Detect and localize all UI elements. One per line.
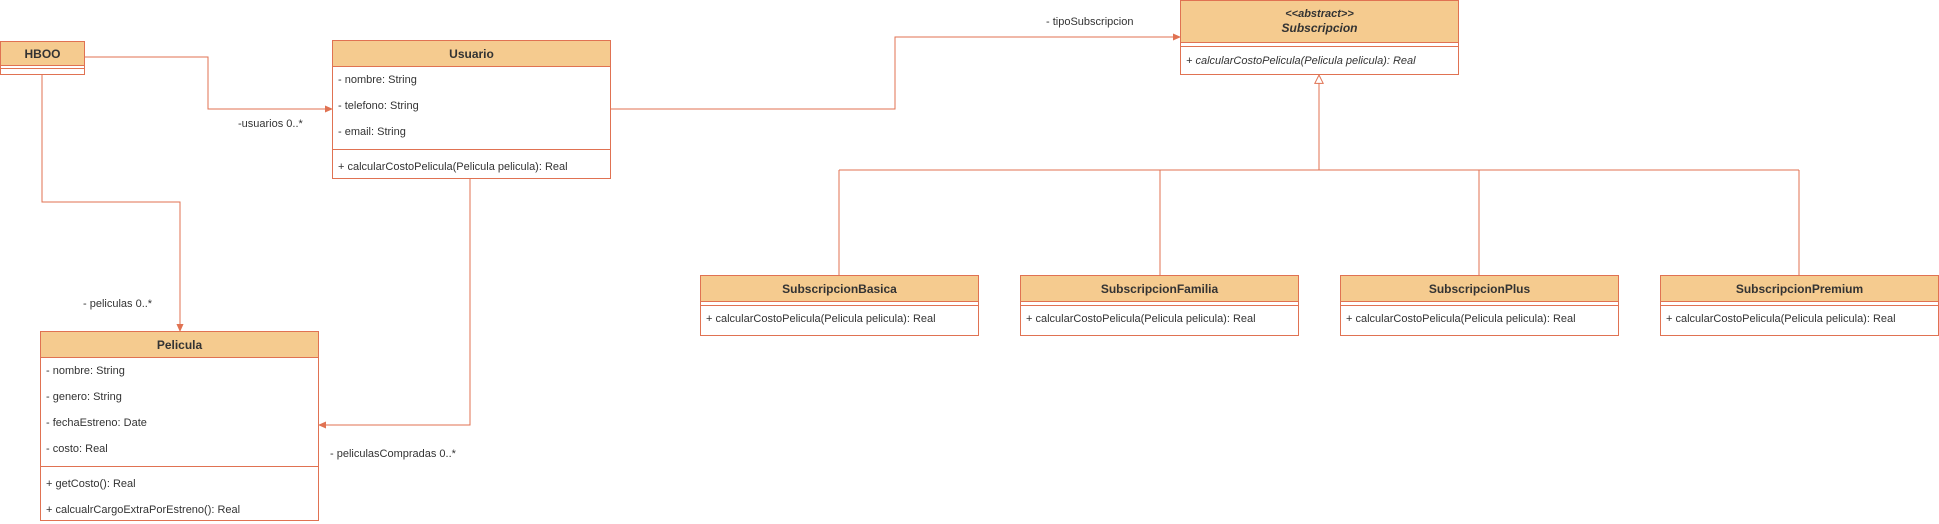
class-usuario[interactable]: Usuario - nombre: String - telefono: Str… <box>332 40 611 179</box>
method-premium-calcular: + calcularCostoPelicula(Pelicula pelicul… <box>1666 313 1896 325</box>
label-peliculas-multiplicity: - peliculas 0..* <box>83 298 153 310</box>
class-subscripcion-basica[interactable]: SubscripcionBasica + calcularCostoPelicu… <box>700 275 979 336</box>
class-subscripcion[interactable]: <<abstract>> Subscripcion + calcularCost… <box>1180 0 1459 75</box>
assoc-usuario-subscripcion <box>610 37 1180 110</box>
class-subscripcion-header: <<abstract>> Subscripcion <box>1181 1 1458 43</box>
class-plus-name: SubscripcionPlus <box>1341 276 1618 302</box>
class-plus-divider <box>1341 305 1618 306</box>
class-usuario-name: Usuario <box>333 41 610 67</box>
method-usuario-calcular: + calcularCostoPelicula(Pelicula pelicul… <box>338 161 568 173</box>
attr-usuario-nombre: - nombre: String <box>338 74 417 86</box>
class-familia-name: SubscripcionFamilia <box>1021 276 1298 302</box>
class-subscripcion-name: Subscripcion <box>1281 21 1358 35</box>
class-hboo[interactable]: HBOO <box>0 41 85 75</box>
class-familia-divider <box>1021 305 1298 306</box>
class-subscripcion-divider <box>1181 46 1458 47</box>
assoc-usuario-pelicula <box>319 178 471 425</box>
class-usuario-divider <box>333 149 610 150</box>
method-pelicula-getcosto: + getCosto(): Real <box>46 478 136 490</box>
class-basica-name: SubscripcionBasica <box>701 276 978 302</box>
class-subscripcion-plus[interactable]: SubscripcionPlus + calcularCostoPelicula… <box>1340 275 1619 336</box>
label-tipo-subscripcion: - tipoSubscripcion <box>1046 16 1134 28</box>
class-subscripcion-stereotype: <<abstract>> <box>1285 8 1354 20</box>
attr-pelicula-genero: - genero: String <box>46 391 122 403</box>
class-subscripcion-premium[interactable]: SubscripcionPremium + calcularCostoPelic… <box>1660 275 1939 336</box>
class-pelicula[interactable]: Pelicula - nombre: String - genero: Stri… <box>40 331 319 521</box>
class-pelicula-name: Pelicula <box>41 332 318 358</box>
method-subscripcion-calcular: + calcularCostoPelicula(Pelicula pelicul… <box>1186 55 1416 67</box>
attr-pelicula-nombre: - nombre: String <box>46 365 125 377</box>
method-plus-calcular: + calcularCostoPelicula(Pelicula pelicul… <box>1346 313 1576 325</box>
method-pelicula-cargoextra: + calcualrCargoExtraPorEstreno(): Real <box>46 504 241 516</box>
method-basica-calcular: + calcularCostoPelicula(Pelicula pelicul… <box>706 313 936 325</box>
label-usuarios-multiplicity: -usuarios 0..* <box>238 118 303 130</box>
class-hboo-body <box>1 66 84 69</box>
class-premium-name: SubscripcionPremium <box>1661 276 1938 302</box>
label-peliculas-compradas-multiplicity: - peliculasCompradas 0..* <box>330 448 456 460</box>
attr-usuario-telefono: - telefono: String <box>338 100 419 112</box>
class-subscripcion-familia[interactable]: SubscripcionFamilia + calcularCostoPelic… <box>1020 275 1299 336</box>
assoc-hboo-pelicula <box>41 73 180 331</box>
class-pelicula-divider <box>41 466 318 467</box>
attr-pelicula-costo: - costo: Real <box>46 443 108 455</box>
method-familia-calcular: + calcularCostoPelicula(Pelicula pelicul… <box>1026 313 1256 325</box>
attr-pelicula-fechaestreno: - fechaEstreno: Date <box>46 417 147 429</box>
assoc-hboo-usuario <box>84 56 332 109</box>
class-hboo-name: HBOO <box>1 42 84 66</box>
class-premium-divider <box>1661 305 1938 306</box>
class-basica-divider <box>701 305 978 306</box>
attr-usuario-email: - email: String <box>338 126 406 138</box>
